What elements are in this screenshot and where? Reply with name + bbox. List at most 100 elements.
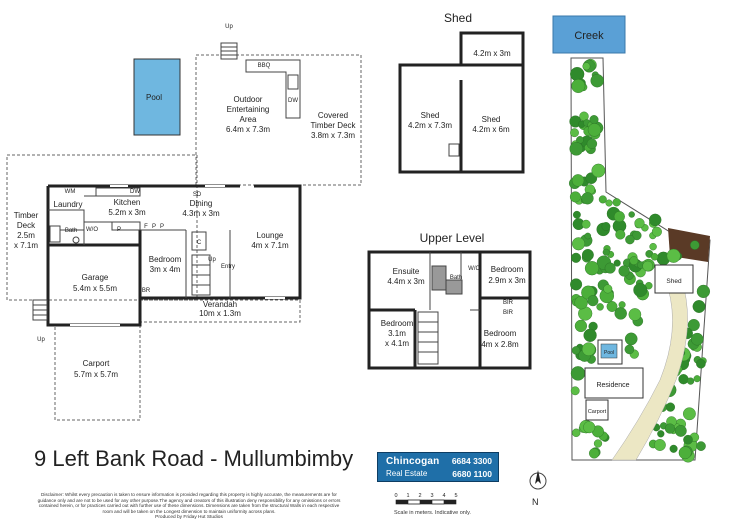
- upper-level-plan: Upper Level Ensuite 4.4m x 3m Bath W/C B…: [367, 231, 532, 370]
- timber-deck-dims-1: 2.5m: [17, 231, 35, 240]
- tree-canopy: [574, 296, 588, 310]
- tree-canopy: [683, 407, 696, 421]
- outdoor-stairs: [220, 42, 238, 60]
- tree-canopy: [678, 374, 689, 385]
- lounge-dims: 4m x 7.1m: [251, 241, 289, 250]
- timber-deck-name-2: Deck: [17, 221, 36, 230]
- pool-label: Pool: [146, 93, 162, 102]
- up-label-side: Up: [37, 337, 45, 343]
- bir-label-2: BIR: [503, 310, 514, 316]
- site-carport-label: Carport: [588, 409, 607, 415]
- timber-deck-dims-2: x 7.1m: [14, 241, 38, 250]
- tree-canopy: [589, 115, 599, 125]
- wm-label: WM: [65, 189, 76, 195]
- tree-canopy: [605, 199, 613, 207]
- tree-canopy: [649, 242, 657, 251]
- ensuite-label: Ensuite: [393, 267, 420, 276]
- ground-floor-plan: Up Pool BBQ DW Outdoor Entertaining Area…: [6, 24, 362, 421]
- tree-canopy: [570, 278, 583, 291]
- tree-canopy: [583, 328, 597, 342]
- scale-note: Scale in meters. Indicative only.: [394, 510, 471, 516]
- bedroom-upper-3-dims: 4m x 2.8m: [481, 340, 519, 349]
- tree-canopy: [669, 444, 678, 453]
- tree-canopy: [587, 123, 602, 137]
- tree-canopy: [598, 195, 607, 204]
- scale-tick-label: 5: [454, 493, 457, 499]
- tree-canopy: [596, 303, 604, 311]
- agency-name: Chincogan: [386, 456, 440, 467]
- creek-box: [552, 15, 626, 54]
- bedroom-upper-1-dims-1: 3.1m: [388, 329, 406, 338]
- tree-canopy: [683, 434, 693, 445]
- verandah-label: Verandah: [203, 300, 237, 309]
- pool-shape: [133, 58, 181, 136]
- tree-canopy: [569, 141, 584, 156]
- scale-tick-label: 3: [430, 493, 433, 499]
- site-shed-label: Shed: [666, 278, 682, 285]
- tree-canopy: [686, 377, 695, 385]
- tree-canopy: [574, 319, 588, 333]
- agency-phone-2: 6680 1100: [452, 469, 492, 479]
- carport-label: Carport: [83, 359, 110, 368]
- tree-canopy: [624, 344, 635, 355]
- tree-canopy: [613, 211, 625, 223]
- covered-deck-name-2: Timber Deck: [310, 121, 356, 130]
- outdoor-area-name: Outdoor: [234, 95, 263, 104]
- outdoor-area-name-2: Entertaining: [227, 105, 270, 114]
- shed-plan: Shed 4.2m x 3m Shed 4.2m x 7.3m Shed 4.2…: [398, 11, 525, 174]
- tree-canopy: [573, 210, 581, 219]
- tree-canopy: [606, 301, 618, 312]
- covered-deck-name: Covered: [318, 111, 348, 120]
- shed-title: Shed: [444, 11, 472, 25]
- tree-canopy: [633, 283, 648, 298]
- tree-canopy: [651, 226, 662, 237]
- upper-level-title: Upper Level: [420, 231, 485, 245]
- tree-canopy: [687, 319, 700, 332]
- scale-tick-label: 4: [442, 493, 445, 499]
- tree-canopy: [602, 248, 610, 256]
- tree-canopy: [615, 229, 626, 240]
- pantry-label-1: P: [117, 227, 121, 233]
- site-plan: Creek Shed Pool Residence Carport: [552, 15, 711, 463]
- tree-canopy: [581, 219, 591, 229]
- lounge-label: Lounge: [257, 231, 284, 240]
- tree-canopy: [590, 73, 604, 88]
- dw-outdoor-label: DW: [288, 98, 298, 104]
- agency-phone-1: 6684 3300: [451, 456, 492, 466]
- garage-label: Garage: [82, 273, 109, 282]
- pantry-label-3: P: [160, 224, 164, 230]
- agency-logo: Chincogan Real Estate 6684 3300 6680 110…: [377, 452, 499, 482]
- tree-canopy: [692, 300, 706, 313]
- tree-canopy: [693, 375, 701, 383]
- trees: [569, 58, 711, 463]
- agency-subtitle: Real Estate: [386, 469, 428, 478]
- tree-canopy: [696, 284, 711, 299]
- cupboard-label: C: [197, 240, 202, 246]
- garage-dims: 5.4m x 5.5m: [73, 284, 117, 293]
- tree-canopy: [604, 262, 616, 274]
- tree-canopy: [581, 192, 594, 205]
- tree-canopy: [582, 248, 594, 261]
- tree-canopy: [696, 441, 706, 451]
- pantry-label-2: P: [152, 224, 156, 230]
- tree-canopy: [570, 386, 580, 396]
- tree-canopy: [614, 307, 627, 320]
- outdoor-area-name-3: Area: [240, 115, 257, 124]
- tree-canopy: [624, 332, 638, 346]
- tree-canopy: [582, 62, 591, 71]
- tree-canopy: [649, 213, 662, 227]
- carport-dims: 5.7m x 5.7m: [74, 370, 118, 379]
- bedroom-label: Bedroom: [149, 255, 182, 264]
- tree-canopy: [589, 448, 600, 459]
- tree-canopy: [618, 265, 630, 277]
- bath-label: Bath: [65, 228, 77, 234]
- dw-label: DW: [130, 189, 140, 195]
- tree-canopy: [586, 138, 598, 150]
- tree-canopy: [571, 174, 585, 187]
- tree-canopy: [650, 253, 659, 261]
- tree-canopy: [584, 261, 600, 276]
- tree-canopy: [632, 230, 642, 241]
- kitchen-label: Kitchen: [114, 198, 141, 207]
- fridge-label: F: [144, 224, 148, 230]
